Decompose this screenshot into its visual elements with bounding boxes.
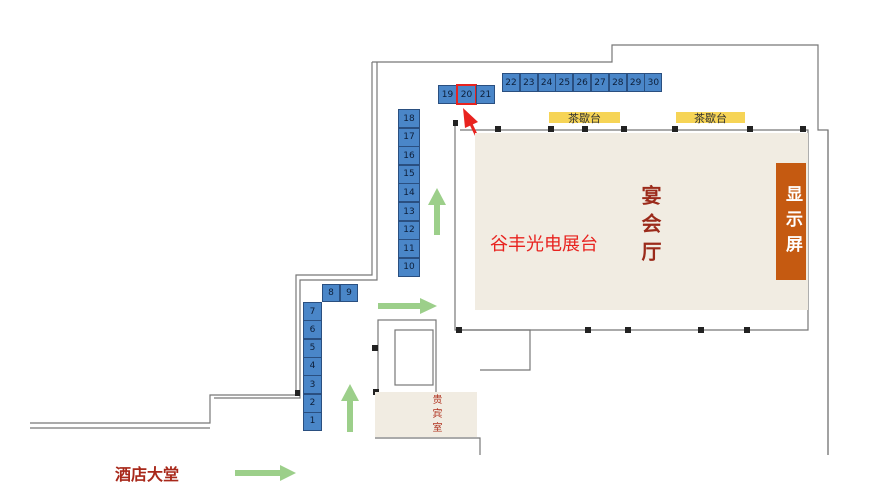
display-screen-label: 显示屏 (782, 185, 802, 260)
booth-23[interactable]: 23 (519, 73, 538, 92)
booth-16[interactable]: 16 (398, 146, 420, 166)
booth-19[interactable]: 19 (438, 85, 457, 104)
vip-room-label: 贵宾室 (430, 394, 441, 436)
banquet-hall-label: 宴会厅 (638, 185, 662, 269)
vip-room (375, 392, 477, 437)
booth-14[interactable]: 14 (398, 183, 420, 203)
booth-29[interactable]: 29 (626, 73, 645, 92)
callout-label: 谷丰光电展台 (490, 234, 598, 255)
booth-2[interactable]: 2 (303, 393, 322, 413)
banquet-hall (475, 133, 808, 310)
booth-21[interactable]: 21 (476, 85, 495, 104)
booth-18[interactable]: 18 (398, 109, 420, 128)
booth-24[interactable]: 24 (537, 73, 556, 92)
booth-10[interactable]: 10 (398, 257, 420, 277)
booth-9[interactable]: 9 (340, 284, 358, 302)
booth-11[interactable]: 11 (398, 239, 420, 259)
booth-3[interactable]: 3 (303, 375, 322, 395)
booth-28[interactable]: 28 (608, 73, 627, 92)
booth-30[interactable]: 30 (644, 73, 663, 92)
hotel-lobby-label: 酒店大堂 (115, 465, 180, 484)
booth-12[interactable]: 12 (398, 220, 420, 240)
booth-26[interactable]: 26 (573, 73, 592, 92)
booth-13[interactable]: 13 (398, 202, 420, 221)
booth-27[interactable]: 27 (591, 73, 609, 92)
booth-25[interactable]: 25 (555, 73, 574, 92)
booth-6[interactable]: 6 (303, 320, 322, 340)
booth-22[interactable]: 22 (502, 73, 520, 92)
display-screen (776, 163, 806, 280)
booth-5[interactable]: 5 (303, 338, 322, 358)
booth-15[interactable]: 15 (398, 164, 420, 184)
booth-7[interactable]: 7 (303, 302, 322, 321)
direction-arrows (235, 188, 446, 481)
booth-20[interactable]: 20 (456, 84, 477, 105)
booth-4[interactable]: 4 (303, 356, 322, 376)
booth-1[interactable]: 1 (303, 411, 322, 431)
tea-stand: 茶歇台 (549, 112, 620, 125)
booth-17[interactable]: 17 (398, 127, 420, 147)
booth-8[interactable]: 8 (322, 284, 340, 302)
tea-stand: 茶歇台 (676, 112, 745, 125)
